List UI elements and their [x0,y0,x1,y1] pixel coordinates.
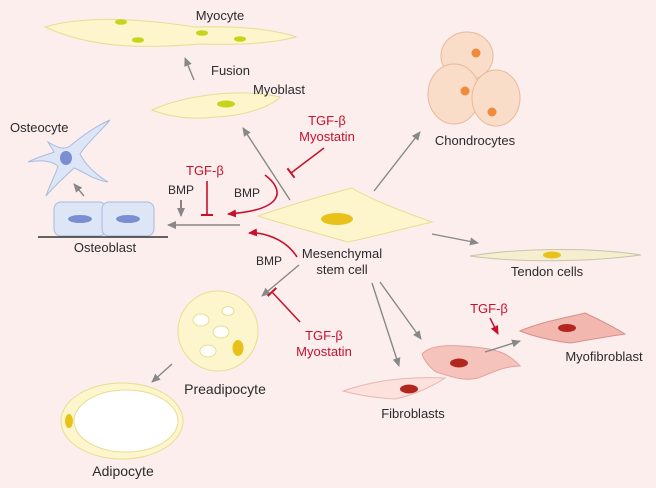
msc-cell [256,187,434,243]
msc-to-chondrocytes-arrow [373,131,421,192]
fibroblasts-label: Fibroblasts [381,406,445,421]
myocyte-cell [43,18,298,47]
msc-to-myoblast-arrow [242,127,291,201]
preadipocyte-to-adipocyte-arrow [151,363,173,383]
preadipocyte-label: Preadipocyte [184,381,266,397]
tendon-cell [469,249,642,262]
bmp-adipo-red-curve [248,228,298,258]
myoblast-label: Myoblast [253,82,305,97]
chondrocyte-cells [427,31,521,127]
tendon-cells-label: Tendon cells [511,264,584,279]
msc-label-line1: Mesenchymal [302,246,382,261]
fusion-label: Fusion [211,63,250,78]
myostatin-adipo-label: Myostatin [296,344,352,359]
tgfb-myostatin-adipo-inhibit [266,287,301,323]
activated-fibroblast-cell [421,345,522,380]
osteocyte-cell [27,119,111,197]
myofibroblast-label: Myofibroblast [565,349,643,364]
preadipocyte-cell [177,290,259,372]
tgfb-myofibro-arrow [489,317,499,335]
tgfb-myofibro-label: TGF-β [470,301,508,316]
bmp-label-osteo-right: BMP [234,186,260,200]
osteoblast-cells [38,201,168,238]
myofibroblast-cell [518,312,627,344]
osteocyte-label: Osteocyte [10,120,69,135]
tgfb-myostatin-top-inhibit [286,147,325,179]
bmp-adipo-label: BMP [256,254,282,268]
msc-label-line2: stem cell [316,262,367,277]
chondrocytes-label: Chondrocytes [435,133,516,148]
tgfb-adipo-label: TGF-β [305,328,343,343]
tgfb-osteo-label: TGF-β [186,163,224,178]
osteoblast-label: Osteoblast [74,240,137,255]
adipocyte-cell [60,382,184,460]
msc-to-fibro-precursor-arrow [379,281,422,340]
bmp-osteo-red-curve [227,174,278,218]
msc-to-tendon-arrow [431,233,479,246]
fusion-arrow [184,57,195,81]
osteoblast-to-osteocyte-arrow [73,183,85,197]
myoblast-cell [150,92,281,119]
fibroblast-cell [341,377,447,400]
bmp-label-osteo-left: BMP [168,183,194,197]
adipocyte-label: Adipocyte [92,463,154,479]
msc-to-fibroblasts-arrow [371,282,401,367]
msc-to-preadipocyte-arrow [261,264,300,297]
myostatin-top-label: Myostatin [299,129,355,144]
tgfb-top-label: TGF-β [308,113,346,128]
fibro-to-myofibroblast-arrow [484,339,521,353]
myocyte-label: Myocyte [196,8,244,23]
